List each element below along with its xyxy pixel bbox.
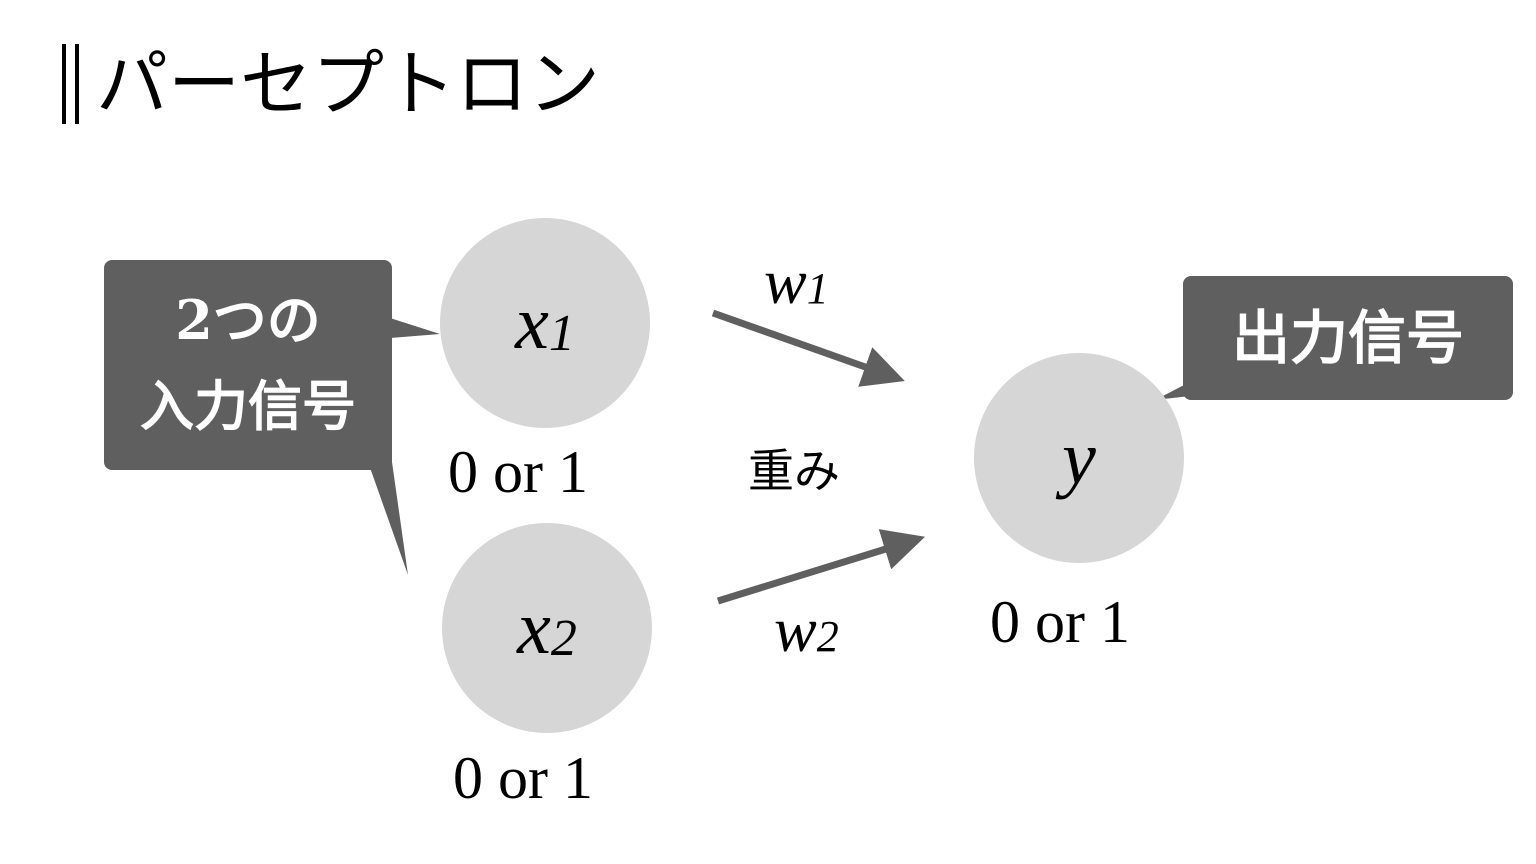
output-node-y: y — [974, 353, 1184, 563]
input-callout-line2: 入力信号 — [140, 374, 356, 438]
input-node-x1: x1 — [440, 218, 650, 428]
page-title: パーセプトロン — [96, 42, 601, 126]
weights-caption: 重み — [748, 444, 840, 498]
node-x1-value: 0 or 1 — [448, 439, 588, 505]
node-y-value: 0 or 1 — [990, 589, 1130, 655]
edge-arrow-x2-y — [716, 529, 926, 605]
input-node-x2: x2 — [442, 523, 652, 733]
node-x2-value: 0 or 1 — [453, 745, 593, 811]
title-marker-icon — [62, 44, 80, 124]
node-y-label: y — [1062, 416, 1096, 500]
input-signal-callout: 2つの 入力信号 — [104, 260, 392, 470]
output-callout-text: 出力信号 — [1231, 304, 1464, 372]
edge-arrow-x1-y — [711, 309, 905, 387]
input-callout-tail-x2 — [368, 462, 408, 575]
node-x2-label: x2 — [517, 586, 577, 670]
weight-w1-label: w1 — [764, 246, 829, 317]
input-callout-line1: 2つの — [175, 288, 321, 352]
input-callout-tail-x1 — [390, 318, 440, 338]
output-signal-callout: 出力信号 — [1183, 276, 1513, 400]
node-x1-label: x1 — [515, 281, 575, 365]
weight-w2-label: w2 — [774, 594, 839, 665]
